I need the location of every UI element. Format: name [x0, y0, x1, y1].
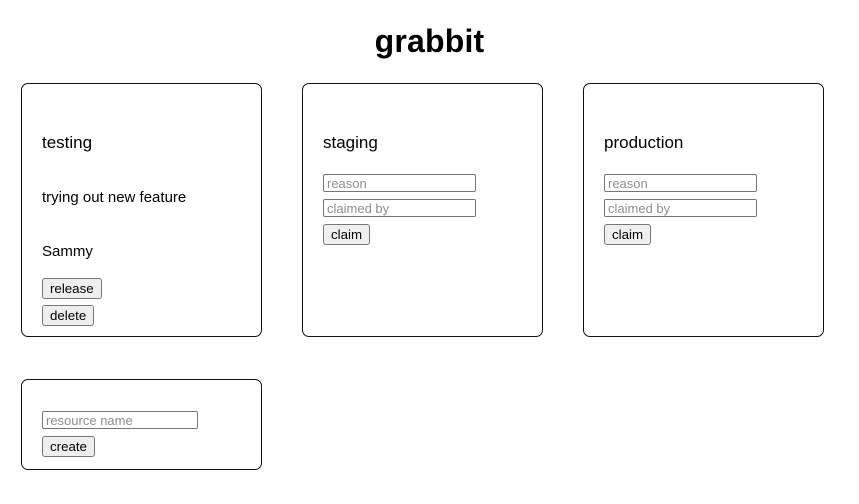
resource-claimed-by: Sammy [42, 243, 93, 260]
release-button[interactable]: release [42, 278, 102, 299]
create-resource-card: create [21, 379, 262, 470]
create-row: create [0, 337, 859, 470]
claim-button[interactable]: claim [323, 224, 371, 245]
create-form: create [42, 400, 241, 457]
claimed-by-input[interactable] [323, 199, 476, 217]
reason-input[interactable] [604, 174, 757, 192]
reason-input[interactable] [323, 174, 476, 192]
resource-card-staging: staging claim [302, 83, 543, 337]
resource-card-production: production claim [583, 83, 824, 337]
claim-form: claim [323, 153, 522, 245]
claim-button[interactable]: claim [604, 224, 652, 245]
page-title: grabbit [374, 23, 485, 59]
resource-name: testing [42, 133, 93, 152]
resource-card-testing: testing trying out new feature Sammy rel… [21, 83, 262, 337]
resource-name-input[interactable] [42, 411, 198, 429]
resource-name: staging [323, 133, 378, 152]
claimed-by-input[interactable] [604, 199, 757, 217]
resource-actions: release delete [42, 261, 241, 326]
create-button[interactable]: create [42, 436, 95, 457]
claim-form: claim [604, 153, 803, 245]
resource-name: production [604, 133, 684, 152]
resource-reason: trying out new feature [42, 189, 187, 206]
resource-card-row: testing trying out new feature Sammy rel… [0, 60, 859, 337]
delete-button[interactable]: delete [42, 305, 95, 326]
